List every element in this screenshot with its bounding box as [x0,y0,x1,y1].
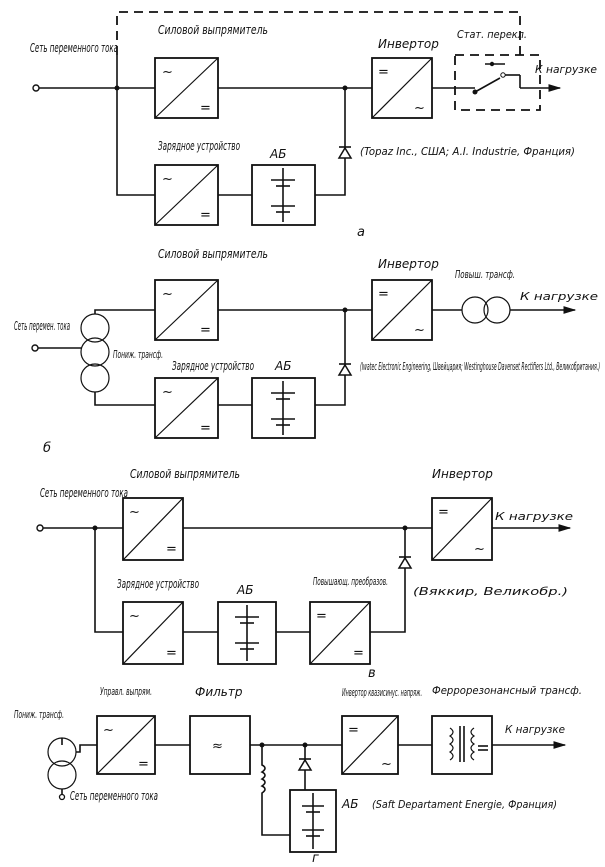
controlled-rectifier-g: ~ = [96,715,156,775]
svg-text:=: = [348,723,359,738]
battery-v [217,601,277,665]
boost-label-v: Повышающ. преобразов. [313,576,388,588]
diode-b [337,363,353,376]
diode-a [337,146,353,159]
static-switch-label-a: Стат. перекл. [457,29,527,41]
svg-text:=: = [316,609,327,624]
svg-text:=: = [200,101,211,116]
boost-converter-v: = = [309,601,371,665]
ferroresonant-transformer-g [431,715,493,775]
diagram-g: ~ = ≈ = ~ Пониж. трансф. [14,685,582,866]
charger-label-b: Зарядное устройство [172,359,254,373]
grid-label-b: Сеть перемен. тока [14,319,70,333]
power-rectifier-v: ~ = [122,497,184,561]
ac-terminal-a [32,84,40,92]
charger-label-v: Зарядное устройство [117,577,199,591]
ac-terminal-v [36,524,44,532]
to-load-label-b: К нагрузке [520,291,598,303]
to-load-label-g: К нагрузке [505,724,565,736]
filter-g: ≈ [189,715,251,775]
power-rectifier-a: ~ = [154,57,219,119]
battery-label-b: АБ [274,359,291,373]
stepdown-label-b: Пониж. трансф. [113,349,163,361]
stepdown-label-g: Пониж. трансф. [14,709,64,721]
stepup-transformer-b [461,296,511,324]
caption-b: б [43,441,51,456]
svg-text:~: ~ [162,385,173,400]
svg-text:≈: ≈ [212,739,223,754]
svg-text:~: ~ [103,723,114,738]
charger-b: ~ = [154,377,219,439]
svg-text:=: = [353,646,364,661]
quasi-sine-inverter-g: = ~ [341,715,399,775]
inverter-label-b: Инвертор [378,257,439,271]
stepdown-transformer-b [80,313,110,393]
to-load-label-v: К нагрузке [495,511,573,523]
inverter-v: = ~ [431,497,493,561]
svg-text:=: = [378,287,389,302]
caption-g: г [312,851,319,866]
stepdown-transformer-g [47,737,77,790]
source-label-v: (Вяккир, Великобр.) [413,586,568,598]
svg-text:~: ~ [162,65,173,80]
battery-g [289,789,337,853]
inverter-label-v: Инвертор [432,467,493,481]
power-rectifier-label-a: Силовой выпрямитель [158,23,268,37]
caption-v: в [368,666,376,681]
svg-text:~: ~ [474,542,485,557]
inverter-b: = ~ [371,279,433,341]
battery-b [251,377,316,439]
svg-text:=: = [200,208,211,223]
stepup-label-b: Повыш. трансф. [455,269,515,281]
svg-text:~: ~ [414,323,425,338]
filter-label-g: Фильтр [195,685,243,699]
power-rectifier-label-b: Силовой выпрямитель [158,247,268,261]
battery-a [251,164,316,226]
charger-a: ~ = [154,164,219,226]
diagram-v: ~ = ~ = = = = ~ Сеть переменного тока [36,467,573,681]
svg-text:=: = [166,542,177,557]
svg-text:=: = [378,65,389,80]
battery-label-a: АБ [269,147,286,161]
svg-text:~: ~ [162,287,173,302]
inductor-g [260,745,290,836]
caption-a: а [357,225,365,240]
grid-label-v: Сеть переменного тока [40,486,128,500]
charger-label-a: Зарядное устройство [158,139,240,153]
svg-text:~: ~ [414,101,425,116]
grid-label-a: Сеть переменного тока [30,41,118,55]
source-label-g: (Saft Departament Energie, Франция) [372,799,557,811]
inverter-a: = ~ [371,57,433,119]
static-switch-a [472,61,521,95]
battery-label-v: АБ [236,583,253,597]
ac-terminal-b [31,344,39,352]
ferro-label-g: Феррорезонансный трансф. [432,685,582,697]
quasi-inverter-label-g: Инвертор квазисинус. напряж. [342,687,422,699]
svg-text:~: ~ [381,757,392,772]
battery-label-g: АБ [341,797,358,811]
svg-text:~: ~ [162,172,173,187]
diagram-a: ~ = ~ = = ~ Сеть переменного тока Силово… [30,11,597,240]
svg-text:~: ~ [129,505,140,520]
svg-text:=: = [200,421,211,436]
source-label-b: (Iwatec Electronic Engineering, Швейцари… [360,361,600,373]
svg-text:=: = [200,323,211,338]
svg-text:=: = [438,505,449,520]
charger-v: ~ = [122,601,184,665]
source-label-a: (Topaz Inc., США; A.I. Industrie, Франци… [360,146,575,158]
inverter-label-a: Инвертор [378,37,439,51]
grid-label-g: Сеть переменного тока [70,789,158,803]
svg-text:=: = [138,757,149,772]
controlled-rectifier-label-g: Управл. выпрям. [100,686,152,698]
svg-text:=: = [166,646,177,661]
bypass-line-a [116,11,541,111]
power-rectifier-b: ~ = [154,279,219,341]
power-rectifier-label-v: Силовой выпрямитель [130,467,240,481]
svg-text:~: ~ [129,609,140,624]
diode-v [397,556,413,569]
diode-g [297,758,313,771]
diagram-b: ~ = ~ = = ~ Сеть перемен. тока Пониж. тр… [14,247,600,456]
to-load-label-a: К нагрузке [535,64,597,76]
